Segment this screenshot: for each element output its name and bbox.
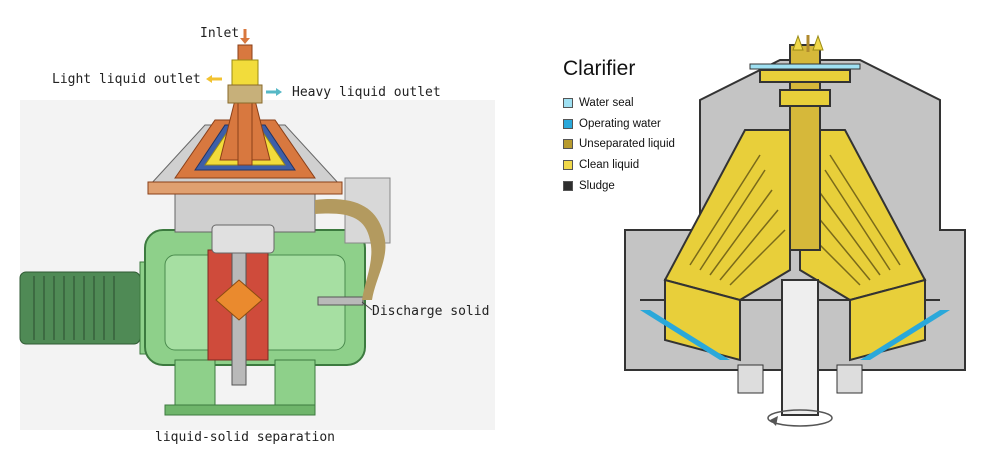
legend-item: Unseparated liquid xyxy=(563,134,675,155)
caption-label: liquid-solid separation xyxy=(155,430,336,445)
unseparated-liquid-swatch xyxy=(563,139,573,150)
gear-housing xyxy=(207,224,364,386)
discharge-solid-label: Discharge solid xyxy=(372,304,490,319)
operating-water-swatch xyxy=(563,118,573,129)
legend-item: Sludge xyxy=(563,175,675,196)
legend-label: Operating water xyxy=(579,117,661,130)
inlet-label: Inlet xyxy=(200,26,240,41)
clean-liquid-swatch xyxy=(563,160,573,171)
separator-bowl xyxy=(147,44,343,195)
clarifier-title: Clarifier xyxy=(563,57,636,80)
legend-item: Clean liquid xyxy=(563,155,675,176)
legend-label: Water seal xyxy=(579,97,634,110)
legend-label: Sludge xyxy=(579,179,615,192)
legend-item: Operating water xyxy=(563,114,675,135)
inlet-arrow-icon xyxy=(240,29,250,44)
discharge-leader-line xyxy=(361,301,373,311)
rotation-arrow-icon xyxy=(767,409,833,427)
spindle xyxy=(737,279,863,416)
legend-label: Unseparated liquid xyxy=(579,138,675,151)
sludge-chute xyxy=(315,177,391,300)
legend-item: Water seal xyxy=(563,93,675,114)
bowl-drum xyxy=(174,189,316,254)
light-liquid-outlet-label: Light liquid outlet xyxy=(52,72,201,87)
flow-arrows-icon xyxy=(792,34,824,52)
clarifier-legend: Water seal Operating water Unseparated l… xyxy=(563,93,675,196)
sludge-swatch xyxy=(563,180,573,191)
legend-label: Clean liquid xyxy=(579,159,640,172)
heavy-outlet-arrow-icon xyxy=(266,88,282,96)
heavy-liquid-outlet-label: Heavy liquid outlet xyxy=(292,85,441,100)
water-seal-swatch xyxy=(563,98,573,109)
light-outlet-arrow-icon xyxy=(206,75,222,83)
clarifier-bowl xyxy=(640,44,950,362)
